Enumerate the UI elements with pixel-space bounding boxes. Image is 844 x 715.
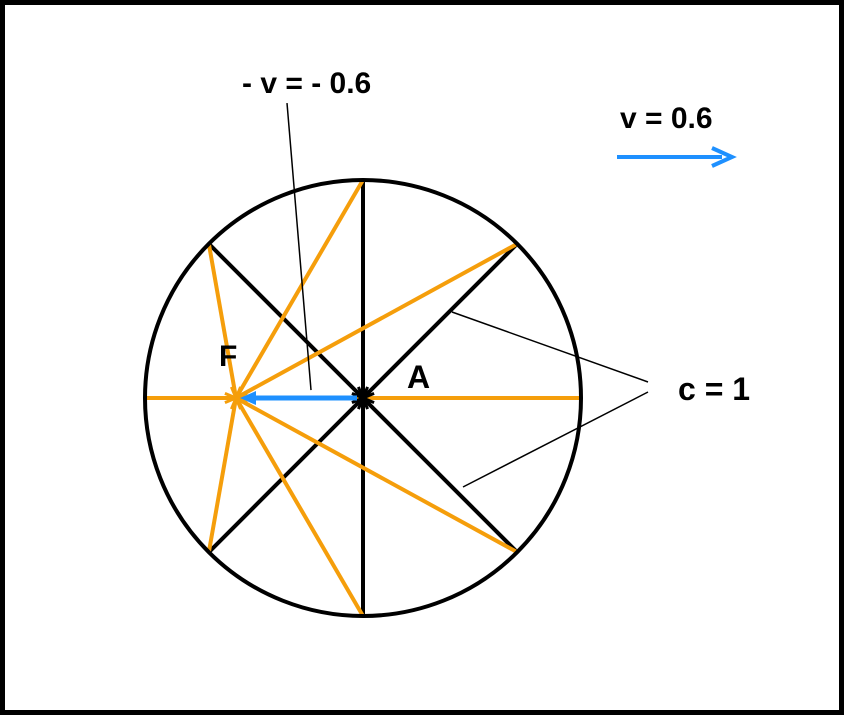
- neg-velocity-label: - v = - 0.6: [242, 67, 371, 100]
- neg-velocity-arrowhead: [240, 391, 256, 405]
- orange-ray-5: [206, 397, 238, 553]
- c-leader-line-lower: [462, 391, 649, 488]
- star-at-f: [224, 386, 248, 410]
- velocity-arrowhead: [711, 146, 737, 168]
- c-leader-line-upper: [451, 311, 649, 383]
- black-ray-7: [361, 396, 519, 554]
- point-a-label: A: [407, 359, 430, 395]
- speed-of-light-label: c = 1: [678, 371, 750, 407]
- star-at-a: [351, 386, 375, 410]
- black-ray-3: [207, 242, 365, 400]
- light-circle: [143, 178, 583, 618]
- orange-ray-3: [206, 243, 238, 399]
- black-ray-5: [207, 396, 365, 554]
- point-f-label: F: [219, 340, 237, 373]
- orange-ray-6: [234, 396, 365, 618]
- black-ray-1: [361, 242, 519, 400]
- velocity-label: v = 0.6: [620, 102, 713, 135]
- orange-ray-1: [235, 242, 519, 400]
- neg-velocity-leader-line: [286, 102, 312, 391]
- orange-rays-group: [145, 178, 581, 618]
- star-f-spike-7: [235, 396, 248, 404]
- star-a-spike-7: [362, 396, 375, 404]
- orange-ray-7: [235, 396, 519, 554]
- orange-ray-2: [234, 178, 365, 400]
